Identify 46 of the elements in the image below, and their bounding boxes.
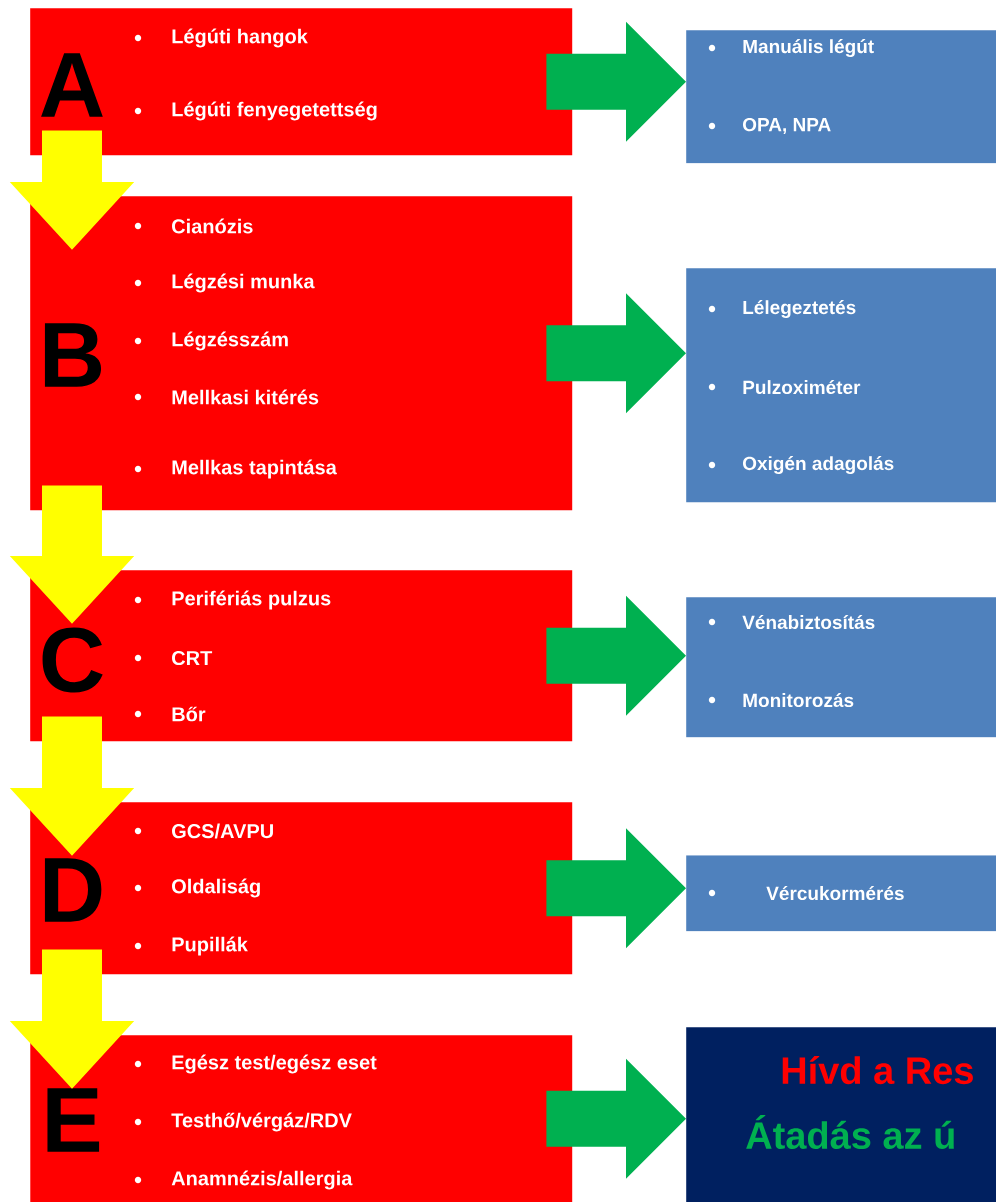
bullet-item: Pupillák (172, 936, 248, 956)
bullet-item: Testhő/vérgáz/RDV (171, 1112, 352, 1132)
action-box (686, 30, 996, 164)
right-arrow (546, 293, 686, 414)
right-arrow (546, 21, 686, 142)
action-box (686, 268, 996, 503)
step-box (30, 8, 573, 156)
bullet-item: Vénabiztosítás (742, 614, 875, 630)
right-arrow (546, 1058, 686, 1179)
bullet-item: Perifériás pulzus (172, 590, 331, 610)
step-letter: C (42, 627, 103, 693)
bullet-item: Egész test/egész eset (172, 1054, 377, 1074)
bullet-item: Légúti fenyegetettség (172, 101, 377, 121)
step-box (30, 196, 573, 511)
bullet-item: OPA, NPA (743, 117, 831, 135)
call-box (686, 1027, 996, 1202)
bullet-item: Pulzoximéter (743, 379, 861, 395)
call-text: Átadás az ú (746, 1115, 954, 1150)
bullet-item: Vércukormérés (766, 885, 904, 901)
step-letter: D (44, 858, 102, 922)
right-arrow (546, 828, 686, 949)
bullet-item: Cianózis (172, 218, 253, 234)
bullet-item: GCS/AVPU (172, 823, 273, 839)
bullet-item: Anamnézis/allergia (171, 1170, 353, 1190)
step-box (30, 802, 573, 975)
step-letter: A (41, 53, 103, 117)
bullet-item: Bőr (172, 706, 206, 722)
step-box (30, 1035, 573, 1202)
step-letter: E (47, 1088, 100, 1152)
bullet-item: Manuális légút (743, 39, 874, 57)
bullet-item: Légzési munka (172, 273, 315, 293)
step-box (30, 570, 573, 742)
action-box (686, 597, 996, 738)
bullet-item: CRT (172, 650, 213, 666)
bullet-item: Oldaliság (172, 878, 260, 898)
bullet-item: Oxigén adagolás (743, 456, 894, 474)
bullet-item: Légzésszám (172, 331, 288, 351)
bullet-item: Mellkasi kitérés (172, 389, 319, 405)
action-box (686, 855, 996, 932)
right-arrow (546, 595, 686, 716)
bullet-item: Légúti hangok (172, 28, 308, 48)
bullet-item: Monitorozás (743, 692, 854, 708)
call-text: Hívd a Res (782, 1055, 973, 1085)
bullet-item: Lélegeztetés (743, 300, 856, 318)
bullet-item: Mellkas tapintása (172, 459, 337, 479)
step-letter: B (44, 323, 102, 387)
